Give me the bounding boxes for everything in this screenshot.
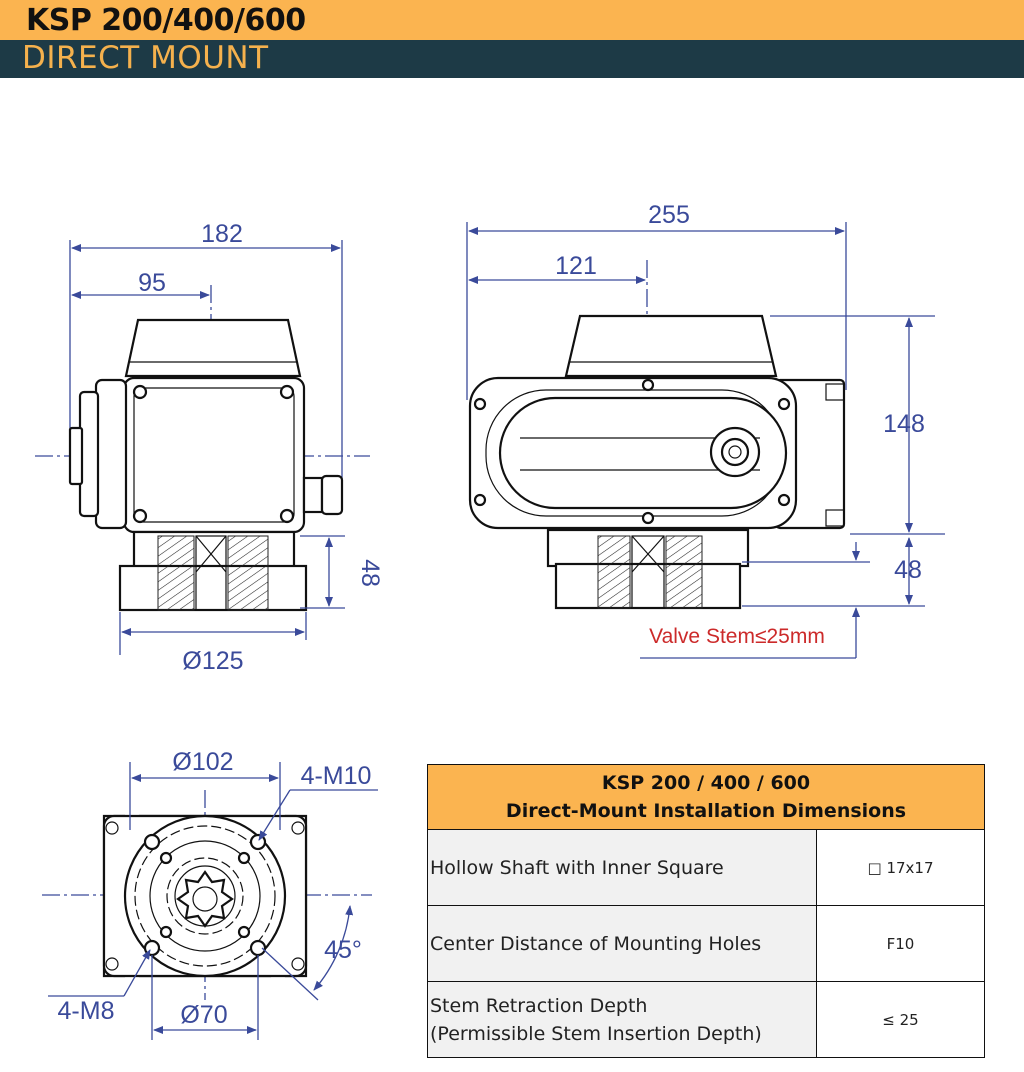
bottom-angle-label: 45° (324, 936, 362, 964)
table-header-row: KSP 200 / 400 / 600 Direct-Mount Install… (427, 764, 985, 830)
bottom-holes-outer-label: 4-M10 (301, 762, 372, 790)
table-row: Hollow Shaft with Inner Square □ 17x17 (427, 829, 985, 906)
front-width-label: 182 (201, 220, 243, 248)
front-flange-height-label: 48 (356, 559, 384, 587)
table-title: KSP 200 / 400 / 600 Direct-Mount Install… (427, 764, 985, 830)
table-cell-label-line2: (Permissible Stem Insertion Depth) (430, 1022, 762, 1045)
side-view: 255 121 148 (466, 201, 945, 659)
front-offset-label: 95 (138, 269, 166, 297)
bottom-holes-inner-label: 4-M8 (58, 997, 115, 1025)
side-width-label: 255 (648, 201, 690, 229)
page-subtitle: DIRECT MOUNT (22, 40, 269, 76)
side-flange-height-label: 48 (894, 556, 922, 584)
bottom-pcd-inner-label: Ø70 (180, 1001, 227, 1029)
bottom-view: Ø102 4-M10 4-M8 Ø70 45° (42, 748, 378, 1040)
table-title-line2: Direct-Mount Installation Dimensions (505, 800, 907, 822)
front-view: 182 95 48 (35, 220, 384, 675)
front-flange-dia-label: Ø125 (182, 647, 243, 675)
table-cell-label: Center Distance of Mounting Holes (427, 905, 817, 982)
table-row: Center Distance of Mounting Holes F10 (427, 905, 985, 982)
valve-stem-note: Valve Stem≤25mm (649, 625, 825, 648)
table-title-line1: KSP 200 / 400 / 600 (601, 772, 811, 794)
table-row: Stem Retraction Depth (Permissible Stem … (427, 981, 985, 1058)
table-cell-value: □ 17x17 (816, 829, 985, 906)
page-title: KSP 200/400/600 (26, 3, 306, 38)
subheader-band (0, 40, 1024, 78)
side-offset-label: 121 (555, 252, 597, 280)
table-cell-label: Hollow Shaft with Inner Square (427, 829, 817, 906)
table-cell-value: F10 (816, 905, 985, 982)
table-cell-label: Stem Retraction Depth (Permissible Stem … (427, 981, 817, 1058)
table-cell-label-line1: Stem Retraction Depth (430, 994, 648, 1017)
bottom-pcd-outer-label: Ø102 (172, 748, 233, 776)
dimensions-table: KSP 200 / 400 / 600 Direct-Mount Install… (427, 764, 985, 1058)
side-height-label: 148 (883, 410, 925, 438)
header-band (0, 0, 1024, 40)
table-cell-value: ≤ 25 (816, 981, 985, 1058)
